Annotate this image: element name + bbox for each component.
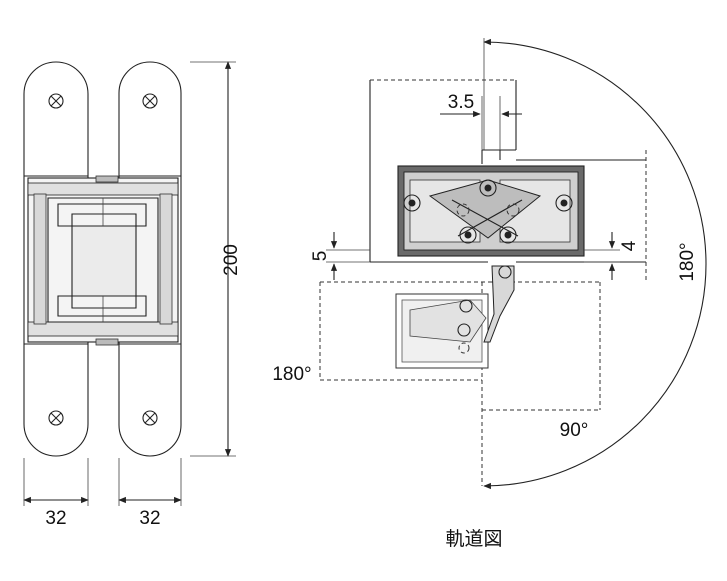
- offset-left-label: 5: [310, 251, 331, 262]
- angle-right-label: 180°: [677, 242, 698, 281]
- width-left-label: 32: [45, 508, 66, 529]
- diagram-caption: 軌道図: [445, 528, 502, 550]
- motion-view: 180°: [272, 38, 707, 550]
- height-dimension: 200: [190, 61, 242, 457]
- screw-icon: [48, 410, 64, 426]
- offset-left-dimension: 5: [310, 232, 370, 280]
- width-dimension-right: 32: [118, 458, 182, 529]
- pivot-icon: [403, 194, 421, 212]
- pivot-icon: [555, 194, 573, 212]
- screw-icon: [48, 93, 64, 109]
- width-dimension-left: 32: [23, 458, 89, 529]
- swung-hinge: [395, 265, 515, 369]
- pivot-icon: [459, 226, 477, 244]
- angle-bottom-label: 90°: [560, 420, 589, 441]
- door-leaf: [516, 150, 647, 282]
- open-position-outlines: [319, 281, 601, 486]
- gap-label: 3.5: [448, 92, 474, 113]
- height-label: 200: [221, 244, 242, 276]
- angle-left-label: 180°: [272, 364, 311, 385]
- screw-icon: [142, 410, 158, 426]
- pivot-icon: [499, 226, 517, 244]
- screw-icon: [142, 93, 158, 109]
- frame-outline: [369, 79, 517, 263]
- offset-right-label: 4: [619, 240, 640, 251]
- gap-dimension: 3.5: [440, 92, 522, 150]
- opening-arc: [483, 38, 707, 490]
- hinge-body: [27, 175, 179, 346]
- width-right-label: 32: [139, 508, 160, 529]
- offset-right-dimension: 4: [584, 232, 640, 280]
- hinge-housing: [397, 165, 585, 257]
- front-view: 200 32 32: [23, 61, 242, 529]
- pivot-icon: [479, 179, 497, 197]
